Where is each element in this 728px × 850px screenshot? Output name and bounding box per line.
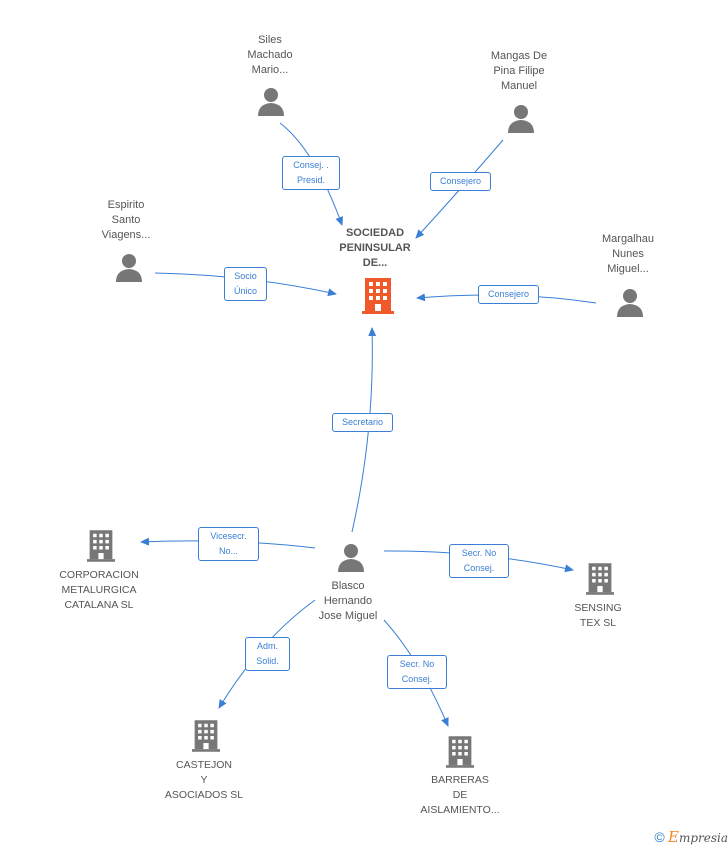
node-mangas-name: Mangas De Pina Filipe Manuel	[490, 50, 548, 92]
node-castejon-name: CASTEJON Y ASOCIADOS SL	[164, 759, 244, 801]
building-icon	[192, 720, 220, 752]
node-espirito-name: Espirito Santo Viagens...	[101, 199, 151, 241]
node-blasco-name: Blasco Hernando Jose Miguel	[318, 580, 378, 622]
person-icon	[508, 105, 534, 133]
node-sensing-name: SENSING TEX SL	[574, 602, 622, 629]
node-margalhau-name: Margalhau Nunes Miguel...	[602, 233, 654, 275]
node-center-name: SOCIEDAD PENINSULAR DE...	[339, 227, 411, 269]
node-corporacion-name: CORPORACION METALURGICA CATALANA SL	[59, 569, 139, 611]
edge-label-blasco-sensing[interactable]: Secr. No Consej.	[449, 544, 509, 578]
edge-label-blasco-barreras[interactable]: Secr. No Consej.	[387, 655, 447, 689]
node-siles-name: Siles Machado Mario...	[247, 34, 293, 76]
brand-footer[interactable]: © Empresia	[654, 828, 728, 846]
edge-label-espirito-center[interactable]: Socio Único	[224, 267, 267, 301]
person-icon	[116, 254, 142, 282]
building-icon	[362, 278, 394, 314]
building-icon	[87, 530, 115, 562]
node-barreras-name: BARRERAS DE AISLAMIENTO...	[420, 774, 500, 816]
edge-label-blasco-castejon[interactable]: Adm. Solid.	[245, 637, 290, 671]
building-icon	[586, 563, 614, 595]
edge-label-margalhau-center[interactable]: Consejero	[478, 285, 539, 304]
person-icon	[258, 88, 284, 116]
brand-initial: E	[667, 828, 679, 846]
edge-label-blasco-center[interactable]: Secretario	[332, 413, 393, 432]
person-icon	[338, 544, 364, 572]
person-icon	[617, 289, 643, 317]
copyright-symbol: ©	[654, 829, 665, 845]
brand-name: mpresia	[678, 831, 728, 845]
edge-label-mangas-center[interactable]: Consejero	[430, 172, 491, 191]
edge-label-siles-center[interactable]: Consej. . Presid.	[282, 156, 340, 190]
edge-label-blasco-corporacion[interactable]: Vicesecr. No...	[198, 527, 259, 561]
building-icon	[446, 736, 474, 768]
